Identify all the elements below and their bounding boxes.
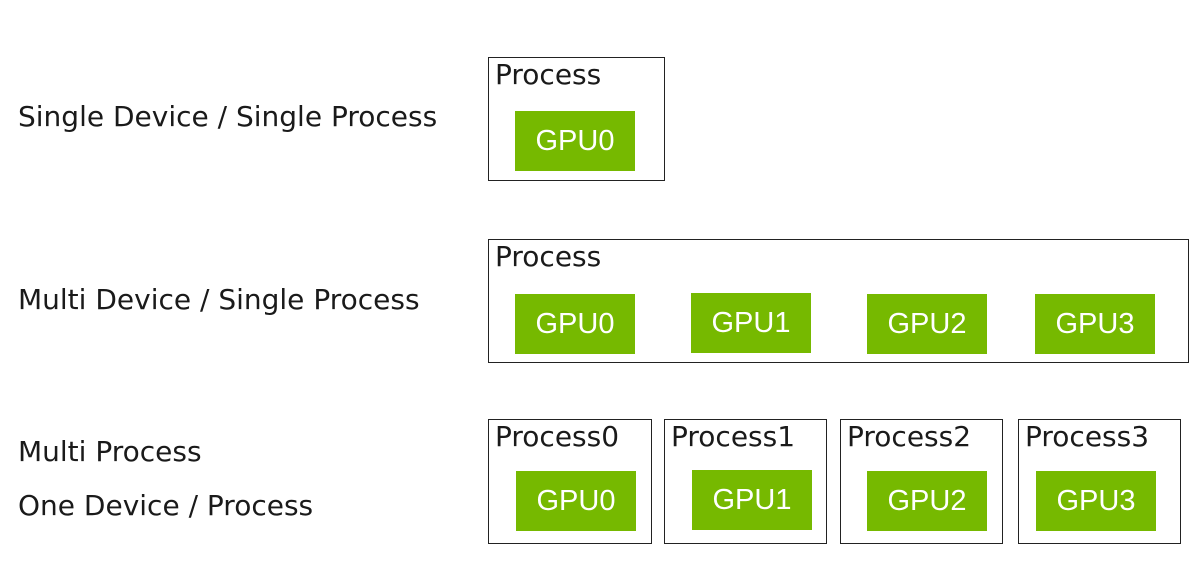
process-title: Process1 xyxy=(671,420,796,453)
gpu-block: GPU0 xyxy=(515,294,635,354)
process-title: Process xyxy=(495,58,602,91)
gpu-block: GPU0 xyxy=(516,471,636,531)
process-box: Process3 GPU3 xyxy=(1018,419,1181,544)
gpu-block: GPU3 xyxy=(1035,294,1155,354)
gpu-block: GPU1 xyxy=(691,293,811,353)
process-box: Process GPU0 xyxy=(488,57,665,181)
process-box: Process1 GPU1 xyxy=(664,419,827,544)
gpu-block: GPU1 xyxy=(692,470,812,530)
process-box: Process GPU0 GPU1 GPU2 GPU3 xyxy=(488,239,1189,363)
process-title: Process2 xyxy=(847,420,972,453)
row-label: Multi Device / Single Process xyxy=(18,283,420,316)
process-box: Process2 GPU2 xyxy=(840,419,1003,544)
gpu-block: GPU2 xyxy=(867,294,987,354)
gpu-block: GPU0 xyxy=(515,111,635,171)
process-title: Process xyxy=(495,240,602,273)
row-label: Single Device / Single Process xyxy=(18,100,438,133)
gpu-block: GPU2 xyxy=(867,471,987,531)
row-label-line-2: One Device / Process xyxy=(18,489,314,522)
process-box: Process0 GPU0 xyxy=(488,419,652,544)
process-title: Process3 xyxy=(1025,420,1150,453)
gpu-block: GPU3 xyxy=(1036,471,1156,531)
row-label-line-1: Multi Process xyxy=(18,435,202,468)
process-title: Process0 xyxy=(495,420,620,453)
